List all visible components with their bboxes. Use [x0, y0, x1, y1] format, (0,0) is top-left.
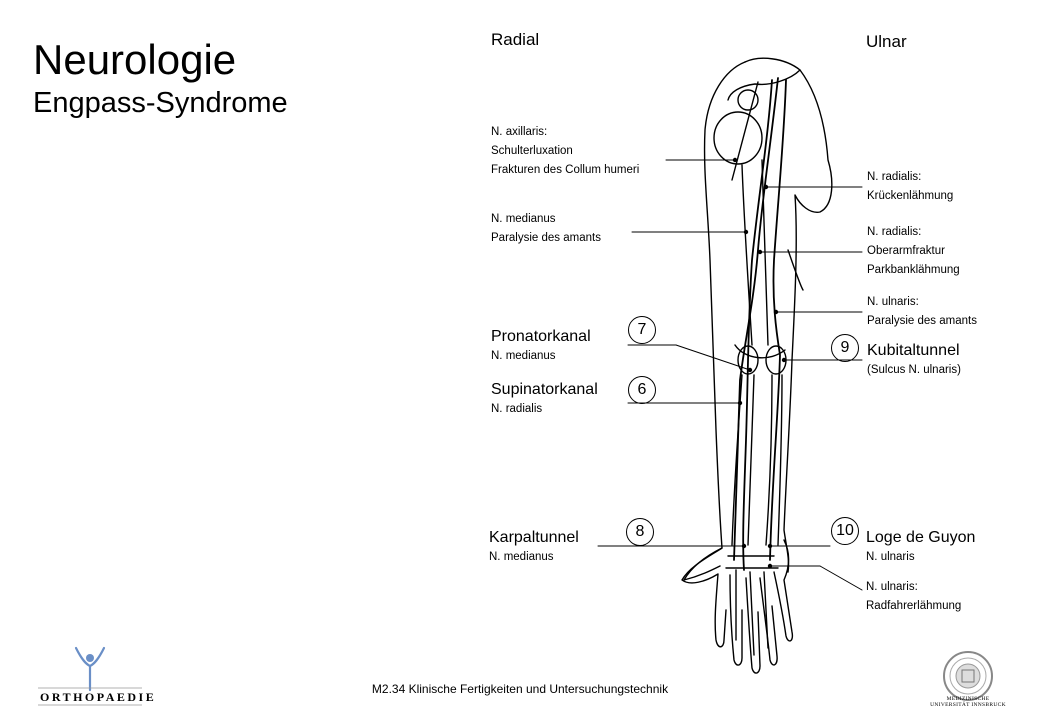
guyon-nerve: N. ulnaris: [866, 551, 915, 563]
footer-text: M2.34 Klinische Fertigkeiten und Untersu…: [371, 682, 669, 696]
kubital-label: Kubitaltunnel (Sulcus N. ulnaris): [867, 341, 961, 380]
ulnaris-upper-cause: Paralysie des amants: [867, 315, 977, 327]
university-seal: [943, 651, 993, 701]
nerve-ulnar: [769, 79, 787, 561]
nerve-radial: [733, 77, 779, 561]
radialis-krucken-cause: Krückenlähmung: [867, 190, 954, 202]
radial-heading: Radial: [491, 30, 540, 49]
radfahrer-label: N. ulnaris: Radfahrerlähmung: [866, 578, 961, 616]
radialis-krucken-label: N. radialis: Krückenlähmung: [867, 168, 953, 206]
arm-outline-ulnar: [783, 69, 833, 573]
radialis-oberarm-nerve: N. radialis:: [867, 226, 922, 238]
slide-subtitle: Engpass-Syndrome: [33, 87, 288, 119]
supinator-nerve: N. radialis: [491, 403, 543, 415]
nerve-median: [742, 79, 773, 571]
arm-outline-radial: [683, 61, 746, 581]
axillaris-nerve: N. axillaris:: [491, 126, 548, 138]
radialis-krucken-nerve: N. radialis:: [867, 171, 922, 183]
orthopaedie-logo-figure: [74, 646, 106, 692]
axillaris-label: N. axillaris: Schulterluxation Frakturen…: [491, 123, 639, 180]
marker-10: 10: [831, 517, 859, 545]
radialis-oberarm-cause-1: Oberarmfraktur: [867, 245, 945, 257]
ulnar-heading: Ulnar: [866, 32, 907, 51]
supinator-title: Supinatorkanal: [491, 381, 598, 398]
karpal-title: Karpaltunnel: [489, 529, 579, 546]
guyon-label: Loge de Guyon N. ulnaris: [866, 528, 975, 567]
medianus-cause: Paralysie des amants: [491, 232, 601, 244]
axillaris-cause-2: Frakturen des Collum humeri: [491, 164, 640, 176]
slide-title: Neurologie: [33, 36, 237, 83]
medianus-upper-label: N. medianus Paralysie des amants: [491, 210, 601, 248]
karpal-label: Karpaltunnel N. medianus: [489, 528, 579, 567]
kubital-note: (Sulcus N. ulnaris): [867, 364, 961, 376]
karpal-nerve: N. medianus: [489, 551, 554, 563]
shoulder-cap: [727, 57, 801, 101]
marker-9: 9: [831, 334, 859, 362]
axillaris-cause-1: Schulterluxation: [491, 145, 573, 157]
pronator-nerve: N. medianus: [491, 350, 556, 362]
hand-outline: [681, 539, 794, 674]
radfahrer-nerve: N. ulnaris:: [866, 581, 918, 593]
marker-6: 6: [628, 376, 656, 404]
kubital-title: Kubitaltunnel: [867, 342, 960, 359]
orthopaedie-logo-text: ORTHOPAEDIE: [40, 690, 157, 704]
supinator-label: Supinatorkanal N. radialis: [491, 380, 598, 419]
ulnaris-upper-nerve: N. ulnaris:: [867, 296, 919, 308]
radialis-oberarm-cause-2: Parkbanklähmung: [867, 264, 960, 276]
radfahrer-cause: Radfahrerlähmung: [866, 600, 962, 612]
radialis-oberarm-label: N. radialis: Oberarmfraktur Parkbanklähm…: [867, 223, 960, 280]
humeral-head: [713, 111, 763, 165]
university-name: MEDIZINISCHE UNIVERSITÄT INNSBRUCK: [930, 696, 1006, 708]
marker-8: 8: [626, 518, 654, 546]
pronator-title: Pronatorkanal: [491, 328, 591, 345]
ulnaris-upper-label: N. ulnaris: Paralysie des amants: [867, 293, 977, 331]
marker-7: 7: [628, 316, 656, 344]
pronator-label: Pronatorkanal N. medianus: [491, 327, 591, 366]
guyon-title: Loge de Guyon: [866, 529, 976, 546]
medianus-nerve: N. medianus: [491, 213, 556, 225]
